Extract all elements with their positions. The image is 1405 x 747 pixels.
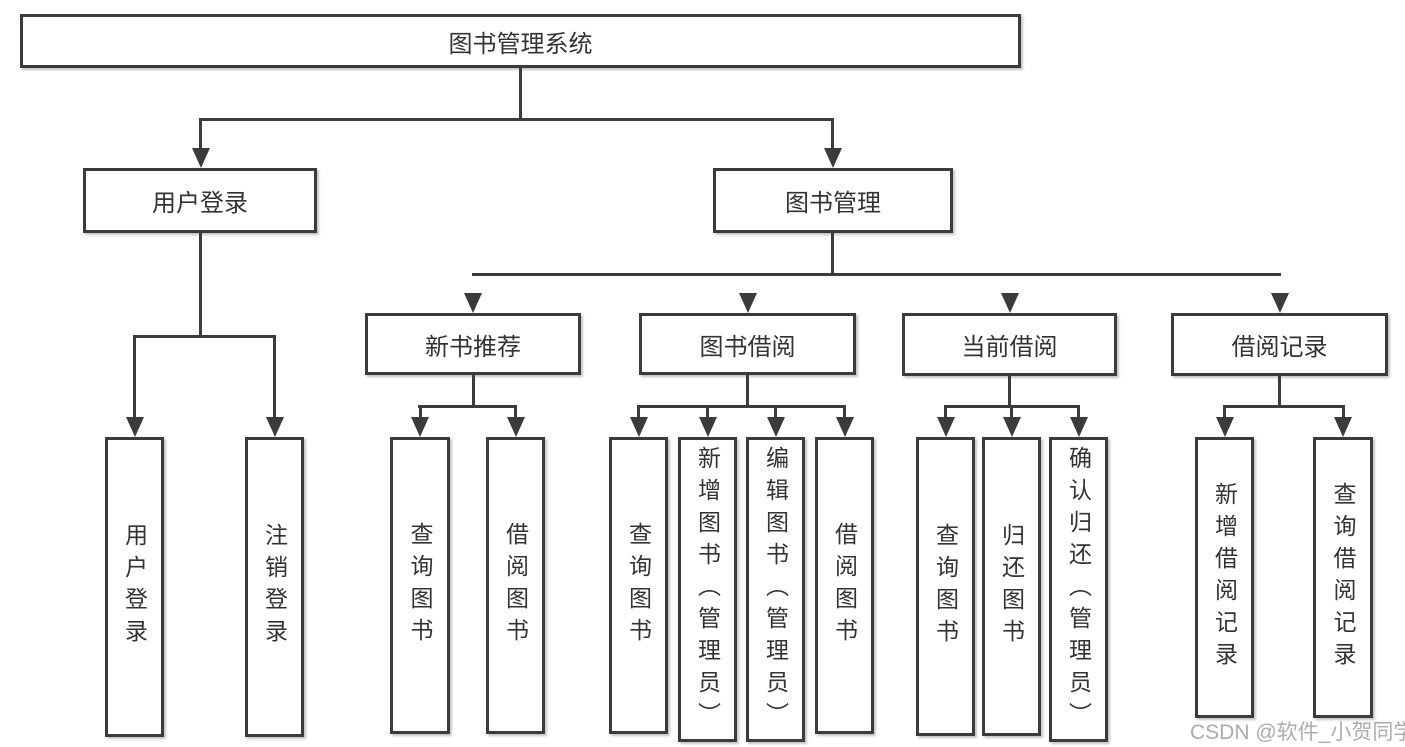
connector-line	[1278, 376, 1281, 405]
leaf-query-borrow-record: 查询借阅记录	[1313, 437, 1373, 718]
watermark-text: CSDN @软件_小贺同学	[1190, 721, 1405, 744]
arrowhead-icon	[738, 293, 757, 313]
connector-line	[944, 405, 947, 419]
leaf-edit-books-admin: 编辑图书（管理员）	[746, 437, 805, 742]
leaf-user-login-label: 用户登录	[121, 523, 148, 651]
node-new-book-recommendation: 新书推荐	[365, 313, 581, 375]
node-borrowing-records-label: 借阅记录	[1231, 334, 1328, 361]
connector-line	[1077, 405, 1080, 419]
arrowhead-icon	[1002, 417, 1021, 437]
arrowhead-icon	[1069, 417, 1088, 437]
connector-line	[831, 233, 834, 273]
connector-line	[637, 405, 640, 419]
node-book-management: 图书管理	[713, 168, 953, 233]
leaf-confirm-return-admin: 确认归还（管理员）	[1049, 437, 1108, 742]
arrowhead-icon	[191, 148, 210, 168]
connector-line	[418, 405, 517, 408]
connector-line	[1223, 405, 1226, 419]
leaf-return-books-label: 归还图书	[998, 522, 1025, 651]
leaf-add-borrow-record-label: 新增借阅记录	[1211, 481, 1238, 674]
connector-line	[273, 335, 276, 419]
node-current-borrowing-label: 当前借阅	[961, 334, 1058, 361]
leaf-borrowing-borrow-books-label: 借阅图书	[831, 521, 858, 650]
leaf-borrowing-borrow-books: 借阅图书	[815, 437, 874, 734]
connector-line	[944, 405, 1080, 408]
leaf-logout: 注销登录	[245, 437, 304, 737]
node-root: 图书管理系统	[20, 14, 1021, 68]
arrowhead-icon	[265, 417, 284, 437]
leaf-user-login: 用户登录	[105, 437, 164, 737]
connector-line	[418, 405, 422, 419]
node-user-login-label: 用户登录	[152, 190, 248, 217]
connector-line	[831, 118, 834, 150]
connector-line	[746, 375, 749, 405]
node-user-login: 用户登录	[83, 168, 317, 233]
leaf-recommend-query-books: 查询图书	[390, 437, 450, 734]
arrowhead-icon	[1334, 417, 1352, 437]
connector-line	[706, 405, 709, 419]
leaf-recommend-borrow-books: 借阅图书	[486, 437, 545, 734]
connector-line	[472, 273, 1281, 276]
arrowhead-icon	[464, 293, 482, 313]
connector-line	[1008, 376, 1011, 405]
connector-line	[1223, 405, 1344, 408]
leaf-current-query-books: 查询图书	[916, 437, 975, 736]
leaf-current-query-books-label: 查询图书	[932, 522, 959, 651]
arrowhead-icon	[766, 417, 785, 437]
arrowhead-icon	[125, 417, 144, 437]
node-borrowing-records: 借阅记录	[1171, 313, 1388, 376]
leaf-edit-books-admin-label: 编辑图书（管理员）	[762, 445, 789, 734]
arrowhead-icon	[936, 417, 955, 437]
connector-line	[199, 233, 202, 335]
arrowhead-icon	[823, 148, 842, 168]
connector-line	[471, 375, 475, 405]
node-book-borrowing: 图书借阅	[639, 313, 856, 375]
leaf-add-books-admin: 新增图书（管理员）	[678, 437, 737, 742]
connector-line	[519, 68, 522, 118]
node-book-management-label: 图书管理	[785, 190, 881, 217]
connector-line	[843, 405, 846, 419]
arrowhead-icon	[1000, 293, 1019, 313]
leaf-recommend-query-books-label: 查询图书	[407, 521, 433, 650]
leaf-add-books-admin-label: 新增图书（管理员）	[694, 445, 721, 734]
leaf-add-borrow-record: 新增借阅记录	[1195, 437, 1254, 718]
leaf-confirm-return-admin-label: 确认归还（管理员）	[1065, 445, 1092, 734]
connector-line	[514, 405, 517, 419]
leaf-borrowing-query-books-label: 查询图书	[625, 521, 652, 650]
leaf-recommend-borrow-books-label: 借阅图书	[502, 521, 529, 650]
connector-line	[133, 335, 276, 338]
leaf-query-borrow-record-label: 查询借阅记录	[1330, 481, 1356, 674]
arrowhead-icon	[506, 417, 525, 437]
arrowhead-icon	[1215, 417, 1234, 437]
leaf-borrowing-query-books: 查询图书	[609, 437, 668, 734]
arrowhead-icon	[629, 417, 648, 437]
node-root-label: 图书管理系统	[448, 30, 593, 58]
connector-line	[133, 335, 136, 419]
connector-line	[1341, 405, 1345, 419]
node-new-book-recommendation-label: 新书推荐	[425, 333, 521, 361]
arrowhead-icon	[835, 417, 854, 437]
node-current-borrowing: 当前借阅	[902, 313, 1117, 376]
connector-line	[199, 118, 202, 150]
leaf-return-books: 归还图书	[982, 437, 1041, 736]
connector-line	[774, 405, 777, 419]
arrowhead-icon	[698, 417, 717, 437]
connector-line	[637, 405, 846, 408]
arrowhead-icon	[411, 417, 429, 437]
leaf-logout-label: 注销登录	[261, 523, 288, 651]
connector-line	[199, 118, 834, 121]
connector-line	[1010, 405, 1013, 419]
node-book-borrowing-label: 图书借阅	[699, 333, 796, 361]
arrowhead-icon	[1270, 293, 1289, 313]
